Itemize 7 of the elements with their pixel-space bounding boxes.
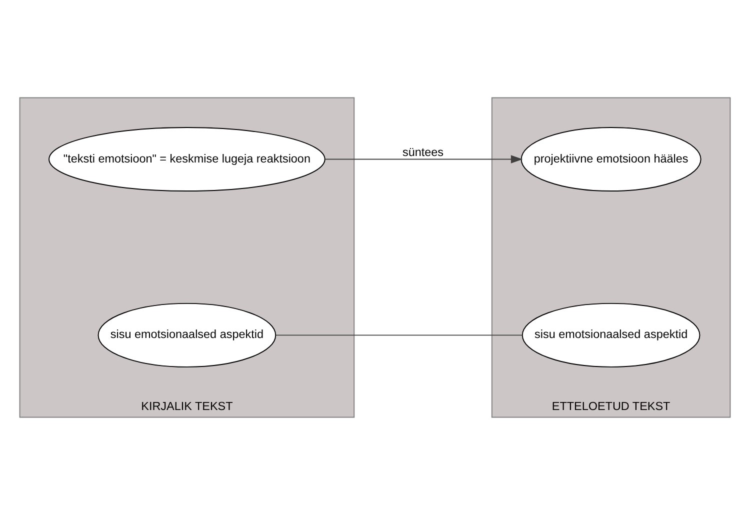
node-ellipse: sisu emotsionaalsed aspektid bbox=[98, 302, 276, 368]
node-ellipse: projektiivne emotsioon hääles bbox=[520, 127, 702, 192]
arrow bbox=[324, 155, 523, 164]
connector bbox=[275, 334, 523, 336]
node-ellipse: "teksti emotsioon" = keskmise lugeja reaktsioon bbox=[48, 127, 326, 192]
edge-label: süntees bbox=[402, 146, 444, 159]
node-ellipse: sisu emotsionaalsed aspektid bbox=[522, 302, 700, 368]
